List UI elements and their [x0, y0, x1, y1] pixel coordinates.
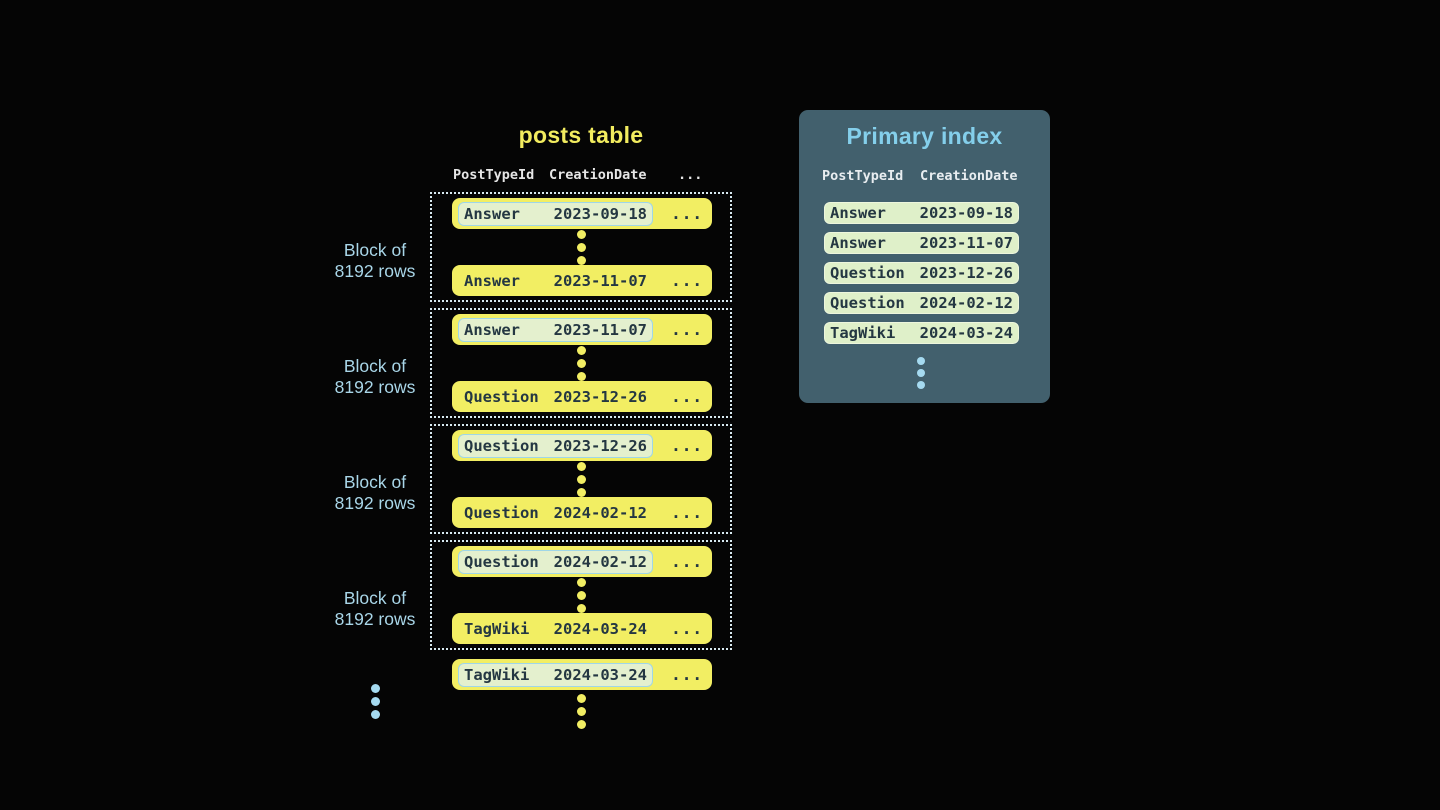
primary-index-title: Primary index — [846, 123, 1003, 149]
posts-table-col-more: ... — [678, 167, 703, 183]
posts-table-col-creationdate: CreationDate — [549, 167, 647, 183]
ellipsis-dots-yellow — [432, 461, 730, 497]
row-ellipsis: ... — [671, 204, 703, 223]
row-ellipsis: ... — [671, 436, 703, 455]
primary-index-panel: Primary index PostTypeId CreationDate An… — [799, 110, 1050, 403]
index-col-posttypeid: PostTypeId — [822, 168, 904, 184]
ellipsis-dots-yellow — [432, 577, 730, 613]
row-ellipsis: ... — [671, 619, 703, 638]
ellipsis-dots-blue — [917, 357, 925, 389]
index-col-creationdate: CreationDate — [920, 168, 1018, 184]
ellipsis-dots-yellow — [577, 694, 586, 729]
row-ellipsis: ... — [671, 503, 703, 522]
row-ellipsis: ... — [671, 552, 703, 571]
ellipsis-dots-blue — [371, 684, 380, 719]
ellipsis-dots-yellow — [432, 345, 730, 381]
row-ellipsis: ... — [671, 665, 703, 684]
posts-table-title: posts table — [518, 122, 644, 148]
row-ellipsis: ... — [671, 320, 703, 339]
posts-table-col-posttypeid: PostTypeId — [453, 167, 535, 183]
ellipsis-dots-yellow — [432, 229, 730, 265]
row-ellipsis: ... — [671, 271, 703, 290]
row-ellipsis: ... — [671, 387, 703, 406]
